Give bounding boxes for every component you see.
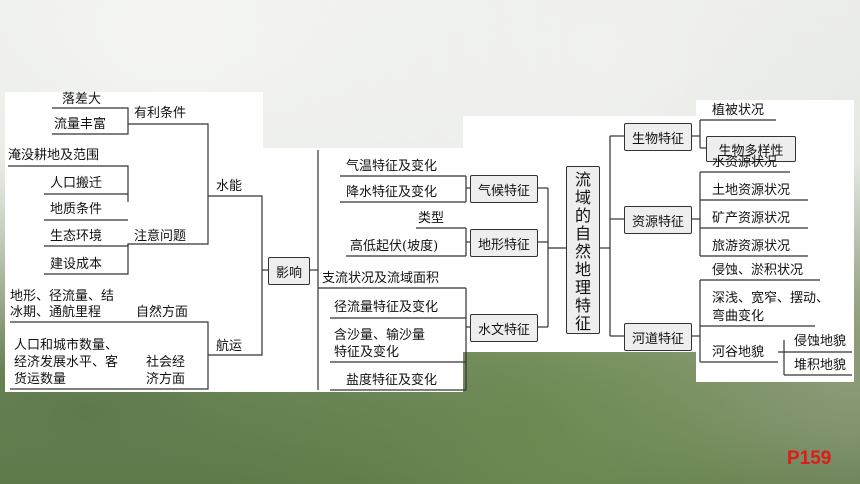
att-item-relocation: 人口搬迁: [50, 176, 103, 191]
climate-box: 气候特征: [470, 175, 538, 203]
terrain-item-type: 类型: [418, 211, 445, 226]
hydro-item-runoff: 径流量特征及变化: [334, 300, 439, 315]
climate-item-precip: 降水特征及变化: [346, 185, 438, 200]
hydro-box: 水文特征: [470, 314, 538, 342]
fav-item-drop: 落差大: [62, 92, 102, 107]
bio-box: 生物特征: [624, 123, 692, 151]
left-panel: [5, 92, 263, 392]
page-number: P159: [787, 448, 832, 469]
hydro-item-sediment-2: 特征及变化: [334, 345, 400, 360]
social-text-3: 货运数量: [14, 372, 67, 387]
hydro-item-sediment-1: 含沙量、输沙量: [334, 328, 426, 343]
climate-item-temp: 气温特征及变化: [346, 159, 438, 174]
resource-item-mineral: 矿产资源状况: [712, 211, 791, 226]
water-energy-label: 水能: [216, 179, 243, 194]
channel-item-depth-1: 深浅、宽窄、摆动、: [712, 291, 830, 306]
resource-item-water: 水资源状况: [712, 155, 778, 170]
att-item-ecology: 生态环境: [50, 229, 103, 244]
hydro-item-tributary: 支流状况及流域面积: [322, 271, 440, 286]
bio-item-diversity: 生物多样性: [706, 136, 796, 162]
channel-box: 河道特征: [624, 323, 692, 351]
hydro-item-salinity: 盐度特征及变化: [346, 373, 438, 388]
terrain-box: 地形特征: [470, 229, 538, 257]
social-text-2: 经济发展水平、客: [14, 355, 119, 370]
valley-item-erosion: 侵蚀地貌: [794, 334, 847, 349]
fav-item-flow: 流量丰富: [54, 117, 107, 132]
channel-item-erosion: 侵蚀、淤积状况: [712, 263, 804, 278]
valley-label: 河谷地貌: [712, 345, 765, 360]
att-item-geology: 地质条件: [50, 202, 103, 217]
terrain-item-relief: 高低起伏(坡度): [350, 239, 439, 254]
resource-box: 资源特征: [624, 206, 692, 234]
attention-label: 注意问题: [134, 229, 187, 244]
valley-item-deposition: 堆积地貌: [794, 358, 847, 373]
center-title-text: 流域的自然地理特征: [574, 170, 591, 333]
att-item-flood: 淹没耕地及范围: [8, 148, 100, 163]
favorable-label: 有利条件: [134, 106, 187, 121]
social-text-1: 人口和城市数量、: [14, 338, 119, 353]
natural-text-2: 冰期、通航里程: [10, 305, 102, 320]
resource-item-land: 土地资源状况: [712, 183, 791, 198]
channel-item-depth-2: 弯曲变化: [712, 309, 765, 324]
natural-label: 自然方面: [136, 305, 189, 320]
influence-box: 影响: [268, 257, 310, 285]
resource-item-tourism: 旅游资源状况: [712, 239, 791, 254]
shipping-label: 航运: [216, 339, 243, 354]
social-label-1: 社会经: [146, 355, 186, 370]
center-title-box: 流域的自然地理特征: [566, 166, 600, 334]
social-label-2: 济方面: [146, 372, 186, 387]
att-item-cost: 建设成本: [50, 257, 103, 272]
natural-text-1: 地形、径流量、结: [10, 289, 115, 304]
bio-item-vegetation: 植被状况: [712, 103, 765, 118]
